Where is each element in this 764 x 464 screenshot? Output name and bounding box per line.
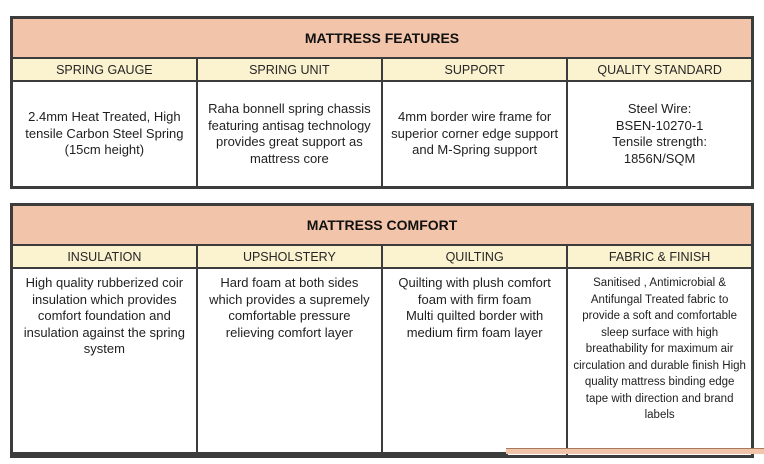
column-header-upsholstery: UPSHOLSTERY bbox=[195, 244, 384, 269]
table-title-row: MATTRESS COMFORT bbox=[10, 203, 754, 246]
cell-quilting: Quilting with plush comfort foam with fi… bbox=[380, 267, 569, 458]
column-header-insulation: INSULATION bbox=[10, 244, 198, 269]
table-header-row: INSULATION UPSHOLSTERY QUILTING FABRIC &… bbox=[10, 244, 754, 269]
column-header-spring-unit: SPRING UNIT bbox=[195, 57, 384, 82]
table-body-row: High quality rubberized coir insulation … bbox=[10, 267, 754, 458]
table-title-row: MATTRESS FEATURES bbox=[10, 16, 754, 59]
cell-upsholstery: Hard foam at both sides which provides a… bbox=[195, 267, 384, 458]
column-header-support: SUPPORT bbox=[380, 57, 569, 82]
mattress-comfort-title: MATTRESS COMFORT bbox=[10, 203, 754, 246]
cutoff-next-title-bar-edge bbox=[506, 448, 764, 454]
cell-spring-unit: Raha bonnell spring chassis featuring an… bbox=[195, 80, 384, 189]
cell-support: 4mm border wire frame for superior corne… bbox=[380, 80, 569, 189]
mattress-features-title: MATTRESS FEATURES bbox=[10, 16, 754, 59]
table-body-row: 2.4mm Heat Treated, High tensile Carbon … bbox=[10, 80, 754, 189]
mattress-comfort-table: MATTRESS COMFORT INSULATION UPSHOLSTERY … bbox=[10, 203, 754, 458]
column-header-fabric-finish: FABRIC & FINISH bbox=[566, 244, 754, 269]
column-header-quilting: QUILTING bbox=[380, 244, 569, 269]
column-header-spring-gauge: SPRING GAUGE bbox=[10, 57, 198, 82]
table-header-row: SPRING GAUGE SPRING UNIT SUPPORT QUALITY… bbox=[10, 57, 754, 82]
cell-spring-gauge: 2.4mm Heat Treated, High tensile Carbon … bbox=[10, 80, 198, 189]
mattress-features-table: MATTRESS FEATURES SPRING GAUGE SPRING UN… bbox=[10, 16, 754, 189]
cell-fabric-finish: Sanitised , Antimicrobial & Antifungal T… bbox=[566, 267, 754, 458]
column-header-quality-standard: QUALITY STANDARD bbox=[566, 57, 754, 82]
cutoff-next-table-top-border bbox=[12, 452, 508, 456]
cell-insulation: High quality rubberized coir insulation … bbox=[10, 267, 198, 458]
cell-quality-standard: Steel Wire: BSEN-10270-1 Tensile strengt… bbox=[566, 80, 754, 189]
